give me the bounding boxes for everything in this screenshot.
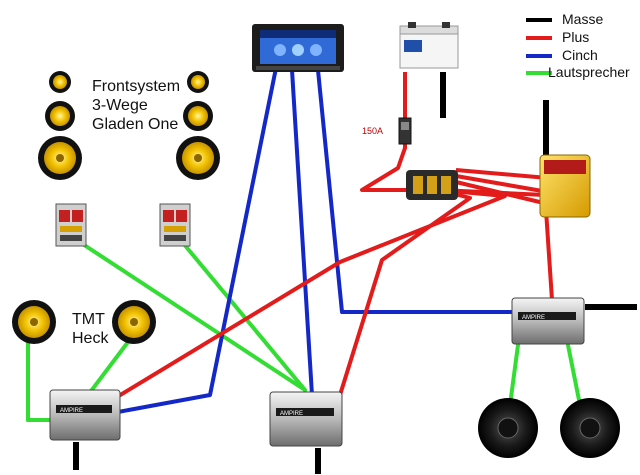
amplifier-left: AMPIRE	[49, 389, 121, 441]
front-system-label-1: Frontsystem	[92, 78, 181, 95]
cinch-wires	[117, 67, 512, 414]
rear-right-speaker	[112, 300, 156, 344]
speaker-wire-sub-left	[508, 343, 520, 407]
power-wire-cap-3	[455, 180, 549, 206]
front-system-label-2: 3-Wege	[92, 97, 148, 114]
power-cap	[539, 154, 591, 218]
battery	[399, 22, 459, 69]
rear-label-2: Heck	[72, 330, 109, 347]
power-wire-center-amp	[338, 188, 472, 396]
fuse-distribution-block	[406, 170, 458, 200]
amplifier-center: AMPIRE	[269, 391, 343, 447]
crossover-right	[159, 203, 191, 247]
subwoofer-left	[478, 398, 538, 458]
subwoofer-right	[560, 398, 620, 458]
front-system-label-3: Gladen One	[92, 116, 179, 133]
power-wire-cap-1	[455, 168, 549, 180]
front-right-speakers	[176, 71, 220, 180]
cinch-wire-right-amp	[316, 69, 512, 314]
amplifier-right: AMPIRE	[511, 297, 585, 345]
speaker-wires	[26, 235, 582, 422]
legend-label-cinch: Cinch	[562, 47, 598, 63]
front-left-speakers	[38, 71, 82, 180]
amplifier-left-brand: AMPIRE	[60, 408, 83, 414]
cinch-wire-center-amp	[290, 69, 314, 396]
legend-label-masse: Masse	[562, 11, 604, 27]
crossover-left	[55, 203, 87, 247]
speaker-wire-sub-right	[566, 343, 582, 407]
rear-label-1: TMT	[72, 311, 105, 328]
fuse-rating: 150A	[362, 126, 384, 136]
speaker-wire-left-crossover	[70, 235, 307, 392]
inline-fuse	[398, 117, 412, 145]
amplifier-right-brand: AMPIRE	[522, 315, 545, 321]
legend-label-plus: Plus	[562, 29, 590, 45]
amplifier-center-brand: AMPIRE	[280, 411, 303, 417]
legend	[526, 18, 552, 75]
cinch-wire-left-amp	[117, 67, 278, 414]
head-unit	[252, 24, 344, 72]
power-wire-cap-2	[455, 174, 549, 194]
speaker-wire-right-crossover	[176, 235, 307, 392]
ground-wires	[73, 72, 637, 474]
rear-left-speaker	[12, 300, 56, 344]
speaker-wire-right-tmt	[86, 340, 130, 397]
legend-label-lautsprecher: Lautsprecher	[548, 64, 630, 80]
